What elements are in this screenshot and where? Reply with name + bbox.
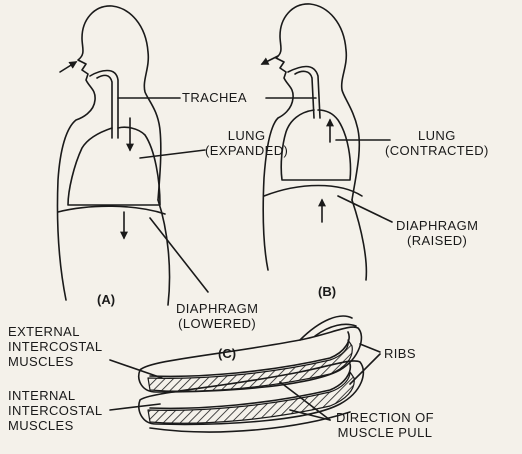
inhale-arrow bbox=[59, 61, 78, 73]
direction-pointer-1 bbox=[279, 381, 331, 421]
ribs-pointer-2 bbox=[349, 353, 381, 385]
rib-bottom-inner bbox=[149, 363, 352, 410]
direction-pointer-2 bbox=[289, 409, 331, 421]
label-lung-contracted: LUNG (CONTRACTED) bbox=[385, 128, 489, 158]
lung-b-outline bbox=[280, 109, 352, 181]
external-intercostal-band bbox=[147, 339, 353, 392]
figure-c-ribs bbox=[138, 315, 365, 433]
body-b-outline bbox=[351, 199, 368, 281]
figure-a bbox=[56, 5, 171, 306]
label-lung-expanded: LUNG (EXPANDED) bbox=[205, 128, 289, 158]
ribs-pointer-1 bbox=[359, 343, 381, 353]
label-direction-muscle-pull: DIRECTION OF MUSCLE PULL bbox=[336, 410, 434, 440]
label-ribs: RIBS bbox=[384, 346, 416, 361]
figure-b bbox=[262, 3, 368, 281]
panel-label-c: (C) bbox=[218, 346, 237, 361]
lung-expanded-pointer bbox=[139, 149, 206, 159]
internal-pointer bbox=[109, 403, 161, 411]
rib-lowest-edge bbox=[149, 411, 351, 433]
panel-label-a: (A) bbox=[97, 292, 116, 307]
diaphragm-a bbox=[57, 205, 166, 215]
rib-top-inner bbox=[149, 331, 350, 378]
rib-top bbox=[138, 326, 363, 393]
lung-a-outline bbox=[67, 126, 161, 206]
trachea-b bbox=[287, 65, 321, 119]
head-b-outline bbox=[262, 3, 361, 271]
label-diaphragm-raised: DIAPHRAGM (RAISED) bbox=[396, 218, 479, 248]
head-a-outline bbox=[56, 5, 162, 301]
diaphragm-b bbox=[263, 184, 363, 197]
rib-top-back bbox=[299, 315, 357, 341]
exhale-arrow bbox=[260, 55, 279, 65]
trachea-a bbox=[89, 69, 119, 139]
label-trachea: TRACHEA bbox=[182, 90, 247, 105]
diaphragm-raised-pointer bbox=[337, 195, 393, 223]
label-internal-intercostal: INTERNAL INTERCOSTAL MUSCLES bbox=[8, 388, 103, 433]
label-diaphragm-lowered: DIAPHRAGM (LOWERED) bbox=[176, 301, 259, 331]
label-external-intercostal: EXTERNAL INTERCOSTAL MUSCLES bbox=[8, 324, 103, 369]
external-pointer bbox=[109, 359, 163, 379]
panel-label-b: (B) bbox=[318, 284, 337, 299]
body-a-outline bbox=[157, 199, 171, 306]
diaphragm-lowered-pointer bbox=[149, 217, 209, 293]
internal-intercostal-band bbox=[147, 371, 355, 424]
